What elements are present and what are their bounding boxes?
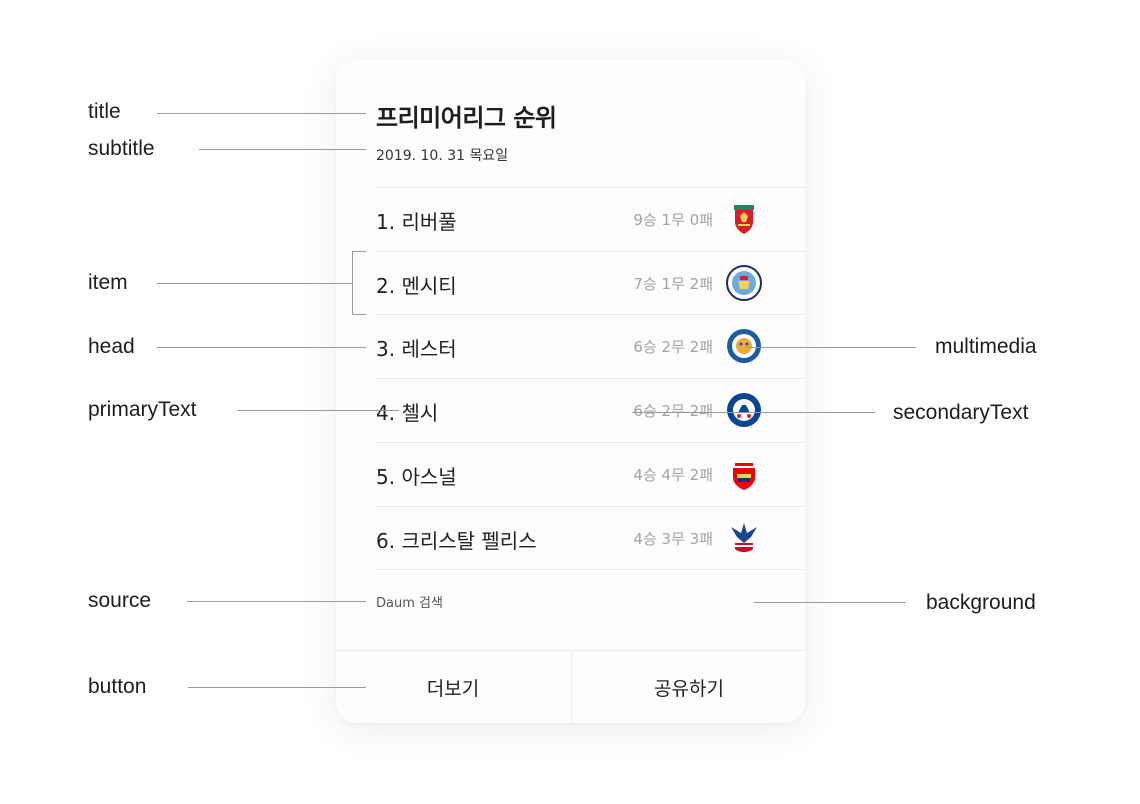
list-item[interactable]: 2. 멘시티 7승 1무 2패 [376, 252, 805, 315]
button-bar: 더보기 공유하기 [336, 650, 805, 724]
list-card: 프리미어리그 순위 2019. 10. 31 목요일 1. 리버풀 9승 1무 … [336, 60, 805, 724]
list-item[interactable]: 4. 첼시 6승 2무 2패 [376, 379, 805, 442]
primary-text: 4. 첼시 [376, 401, 439, 425]
annotation-button: button [88, 675, 147, 698]
secondary-text: 4승 3무 3패 [633, 530, 713, 548]
divider [376, 314, 805, 315]
list-item[interactable]: 6. 크리스탈 펠리스 4승 3무 3패 [376, 507, 805, 570]
item-bracket [352, 251, 353, 315]
card-title: 프리미어리그 순위 [376, 104, 557, 132]
annotation-primary-text: primaryText [88, 398, 197, 421]
divider [376, 442, 805, 443]
arsenal-crest-icon [733, 461, 755, 490]
primary-text: 5. 아스널 [376, 465, 457, 489]
share-button[interactable]: 공유하기 [571, 651, 806, 724]
more-button[interactable]: 더보기 [426, 678, 480, 700]
leader-line [237, 410, 399, 411]
leader-line [754, 602, 906, 603]
annotation-title: title [88, 100, 121, 123]
divider [376, 378, 805, 379]
leader-line [745, 347, 916, 348]
annotation-item: item [88, 271, 128, 294]
leicester-crest-icon [727, 329, 761, 363]
leader-line [157, 113, 366, 114]
annotation-background: background [926, 591, 1036, 614]
secondary-text: 6승 2무 2패 [633, 338, 713, 356]
primary-text: 1. 리버풀 [376, 210, 457, 234]
secondary-text: 6승 2무 2패 [633, 402, 713, 420]
chelsea-crest-icon [727, 393, 761, 427]
liverpool-crest-icon [734, 205, 754, 234]
divider [376, 506, 805, 507]
annotation-multimedia: multimedia [935, 335, 1037, 358]
item-bracket-bottom [352, 314, 366, 315]
card-source: Daum 검색 [376, 596, 443, 611]
leader-line [632, 412, 875, 413]
divider [376, 187, 805, 188]
secondary-text: 7승 1무 2패 [633, 275, 713, 293]
list-item[interactable]: 1. 리버풀 9승 1무 0패 [376, 188, 805, 251]
primary-text: 3. 레스터 [376, 337, 457, 361]
card-subtitle: 2019. 10. 31 목요일 [376, 148, 509, 164]
leader-line [188, 687, 366, 688]
annotation-head: head [88, 335, 135, 358]
man-city-crest-icon [726, 265, 762, 301]
leader-line [199, 149, 366, 150]
secondary-text: 9승 1무 0패 [633, 211, 713, 229]
item-bracket-top [352, 251, 366, 252]
annotation-secondary-text: secondaryText [893, 401, 1029, 424]
leader-line [157, 283, 353, 284]
divider [376, 569, 805, 570]
leader-line [187, 601, 366, 602]
leader-line [157, 347, 366, 348]
annotation-source: source [88, 589, 152, 612]
list-item[interactable]: 3. 레스터 6승 2무 2패 [376, 315, 805, 378]
primary-text: 2. 멘시티 [376, 274, 457, 298]
secondary-text: 4승 4무 2패 [633, 466, 713, 484]
divider [376, 251, 805, 252]
crystal-palace-crest-icon [731, 523, 757, 552]
primary-text: 6. 크리스탈 펠리스 [376, 529, 537, 553]
annotation-subtitle: subtitle [88, 137, 155, 160]
list-item[interactable]: 5. 아스널 4승 4무 2패 [376, 443, 805, 506]
